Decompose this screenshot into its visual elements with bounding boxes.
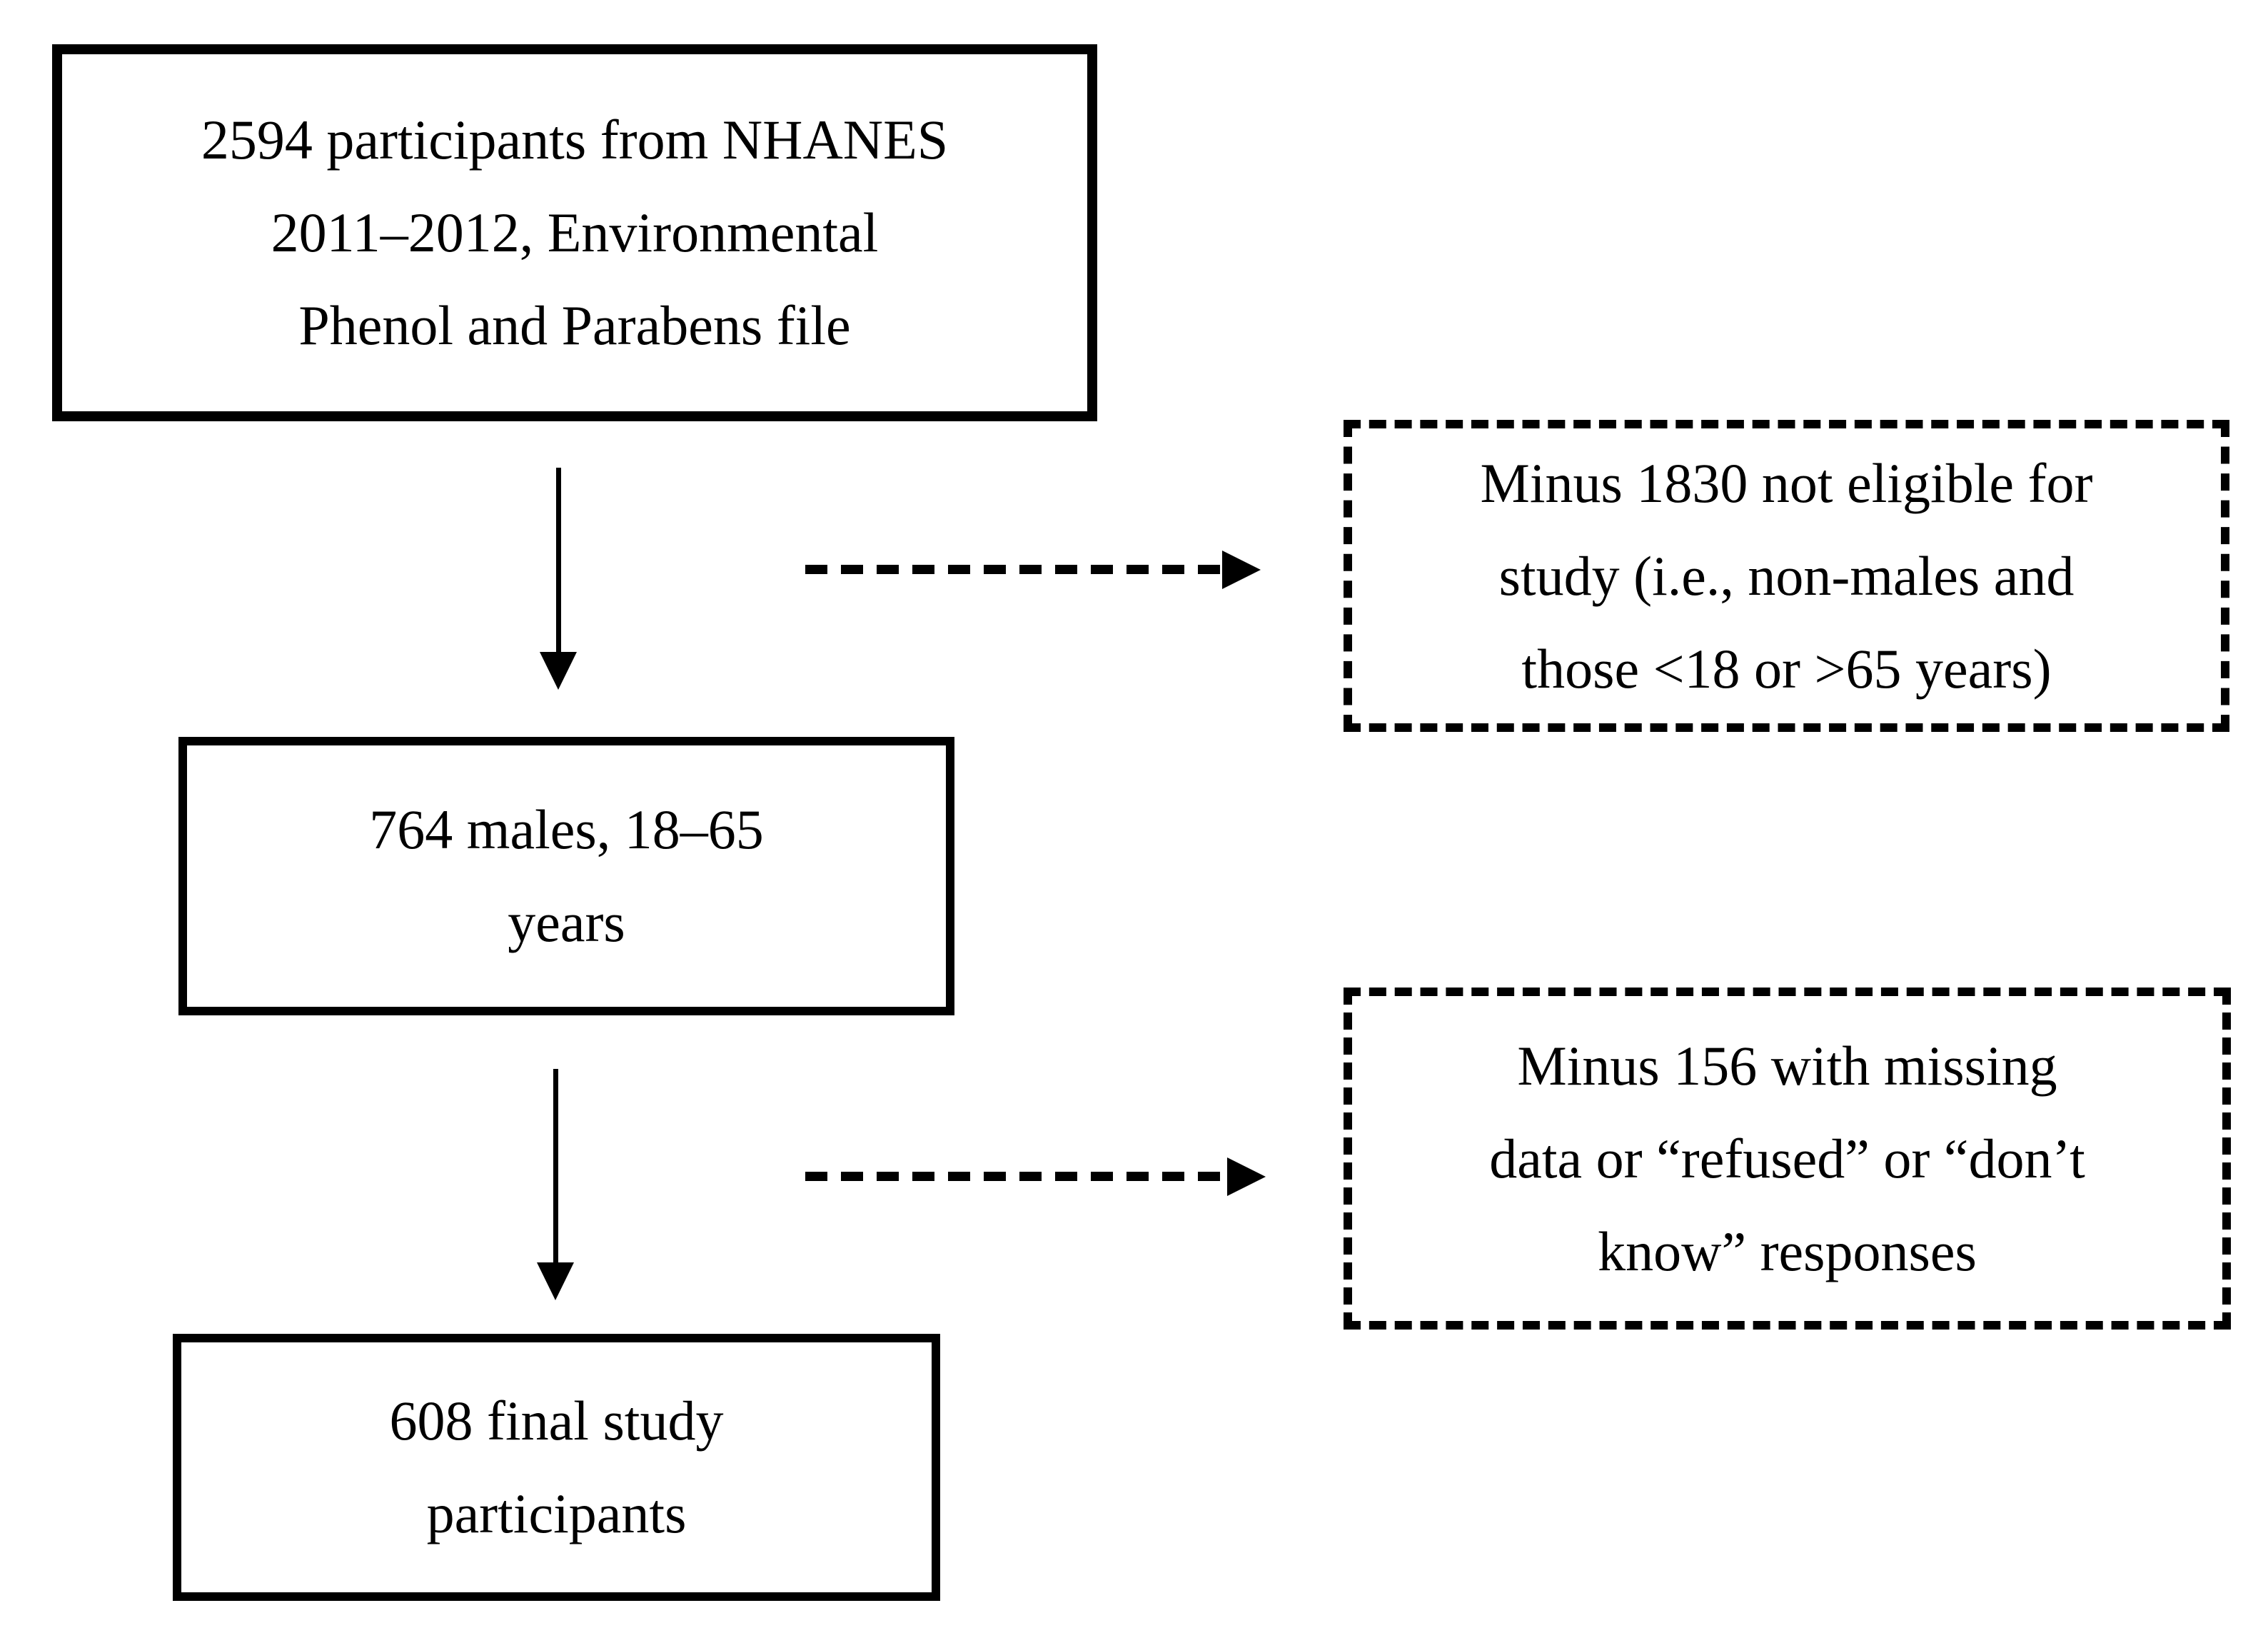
text-line: 2011–2012, Environmental xyxy=(271,201,879,263)
text-line: data or “refused” or “don’t xyxy=(1489,1127,2085,1190)
text-line: Phenol and Parabens file xyxy=(298,294,851,356)
text-line: years xyxy=(508,891,625,953)
dashed-arrow-to-missing-exclusion-arrowhead-icon xyxy=(1227,1157,1266,1196)
text-line: 2594 participants from NHANES xyxy=(201,109,949,171)
arrow-source-to-males-arrowhead-icon xyxy=(540,652,577,690)
box-final-participants: 608 final study participants xyxy=(173,1334,940,1601)
box-males-18-65: 764 males, 18–65 years xyxy=(178,737,954,1015)
box-nhanes-source: 2594 participants from NHANES 2011–2012,… xyxy=(52,44,1097,421)
text-line: Minus 156 with missing xyxy=(1517,1034,2057,1097)
box-excluded-missing-data: Minus 156 with missing data or “refused”… xyxy=(1344,988,2231,1330)
text-line: participants xyxy=(426,1482,687,1544)
dashed-arrow-to-missing-exclusion-line xyxy=(805,1172,1228,1181)
text-line: study (i.e., non-males and xyxy=(1498,544,2075,607)
box-excluded-not-eligible: Minus 1830 not eligible for study (i.e.,… xyxy=(1344,420,2229,732)
text-line: 608 final study xyxy=(389,1390,724,1452)
dashed-arrow-to-eligibility-exclusion-arrowhead-icon xyxy=(1222,551,1261,589)
text-line: 764 males, 18–65 xyxy=(369,798,764,860)
arrow-males-to-final-line xyxy=(553,1069,558,1262)
text-line: those <18 or >65 years) xyxy=(1521,637,2052,700)
arrow-source-to-males-line xyxy=(556,468,561,652)
text-line: know” responses xyxy=(1598,1220,1977,1282)
arrow-males-to-final-arrowhead-icon xyxy=(537,1262,574,1300)
text-line: Minus 1830 not eligible for xyxy=(1480,451,2093,514)
dashed-arrow-to-eligibility-exclusion-line xyxy=(805,565,1222,574)
